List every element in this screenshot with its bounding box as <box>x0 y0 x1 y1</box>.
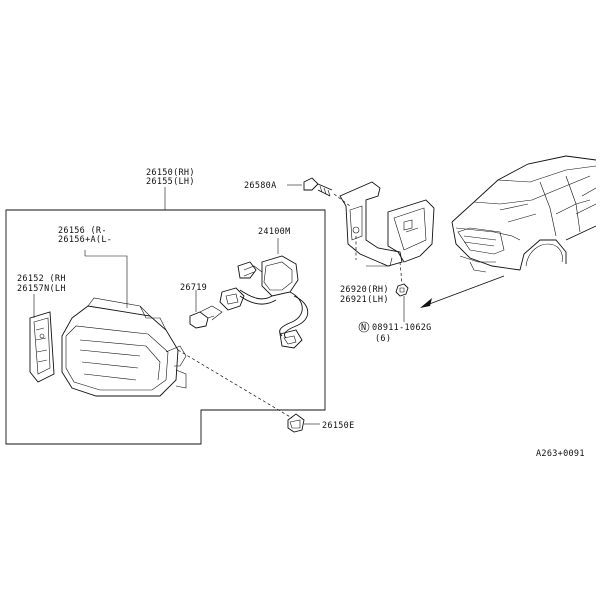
label-side-bracket-rh: 26152 (RH <box>17 274 66 284</box>
label-side-bracket-lh: 26157N(LH <box>17 284 66 294</box>
location-arrow <box>420 275 505 308</box>
bracket-part <box>339 181 435 285</box>
label-bracket-rh: 26920(RH) <box>340 285 389 295</box>
label-bracket-lh: 26921(LH) <box>340 295 389 305</box>
nut-part <box>395 283 409 322</box>
label-diagram-code: A263+0091 <box>536 449 585 459</box>
label-bulb: 26719 <box>180 283 207 293</box>
label-nut-part: 08911-1062G <box>372 323 432 333</box>
label-harness: 24100M <box>258 227 291 237</box>
label-screw: 26150E <box>322 421 355 431</box>
lens-leader <box>85 255 128 308</box>
label-nut-symbol: N <box>361 323 366 333</box>
label-housing-lh: 26155(LH) <box>146 177 195 187</box>
bulb-part <box>189 290 223 329</box>
bolt-part <box>287 177 351 207</box>
label-nut-qty: (6) <box>375 334 391 344</box>
label-lens-lh: 26156+A(L- <box>58 235 112 245</box>
label-lens-rh: 26156 (R- <box>58 226 107 236</box>
fog-lamp-housing <box>61 297 187 397</box>
assembly-outline <box>5 209 326 445</box>
vehicle-illustration <box>451 155 597 273</box>
bracket-leader <box>366 257 393 267</box>
bulb-socket <box>219 287 245 311</box>
nut-symbol-circle <box>358 321 370 333</box>
screw-part <box>287 413 320 433</box>
screw-dashed-leader <box>177 349 293 419</box>
label-housing-rh: 26150(RH) <box>146 168 195 178</box>
harness-part <box>237 238 309 349</box>
side-bracket-part <box>29 311 55 383</box>
label-bolt: 26580A <box>244 181 277 191</box>
